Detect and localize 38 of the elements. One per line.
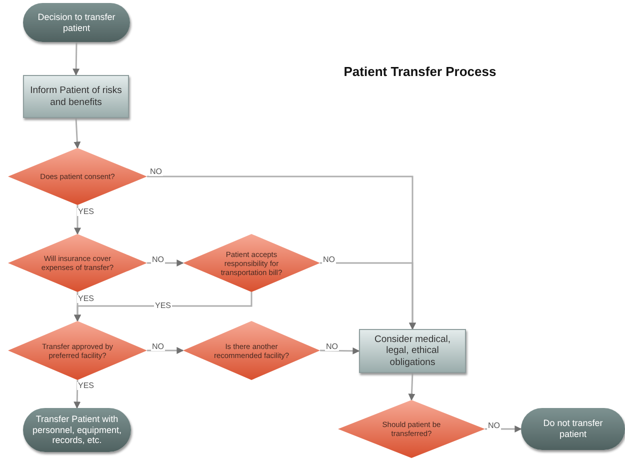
edge-label: NO (322, 256, 336, 264)
decision-diamond (183, 321, 320, 380)
decision-diamond (8, 148, 147, 205)
decision-diamond (8, 234, 147, 292)
connector-arrow (320, 262, 416, 330)
edge-label: YES (77, 208, 95, 216)
node-text: Inform Patient of risks and benefits (29, 85, 123, 108)
connector-arrow (320, 347, 360, 354)
node-text: Do not transfer patient (542, 418, 604, 440)
node-text: Consider medical, legal, ethical obligations (373, 334, 452, 368)
edge-label: YES (77, 382, 95, 390)
connector-arrow (408, 372, 416, 401)
process-box (359, 329, 466, 373)
decision-diamond (8, 321, 147, 380)
edge-label: NO (151, 343, 165, 351)
terminal-shape (23, 3, 130, 42)
connector-arrow (74, 205, 81, 235)
edge-label: YES (154, 302, 172, 310)
connector-arrow (74, 380, 81, 409)
connector-arrow (147, 260, 184, 266)
diagram-title: Patient Transfer Process (342, 64, 498, 79)
edge-label: NO (149, 168, 163, 176)
terminal-shape (521, 408, 625, 450)
decision-diamond (338, 400, 485, 458)
decision-diamond (183, 234, 320, 292)
edge-label: NO (325, 343, 339, 351)
connector-arrow (485, 426, 522, 432)
edge-label: NO (487, 422, 501, 430)
node-text: Decision to transfer patient (36, 12, 116, 34)
process-box (23, 75, 129, 118)
node-text: Transfer Patient with personnel, equipment, records, etc. (31, 414, 123, 446)
edge-label: YES (77, 295, 95, 303)
terminal-shape (23, 408, 131, 452)
connector-arrow (72, 42, 80, 76)
connector-arrow (74, 118, 81, 149)
connector-arrow (147, 347, 184, 354)
edge-label: NO (151, 256, 165, 264)
connector-arrow (74, 292, 252, 322)
